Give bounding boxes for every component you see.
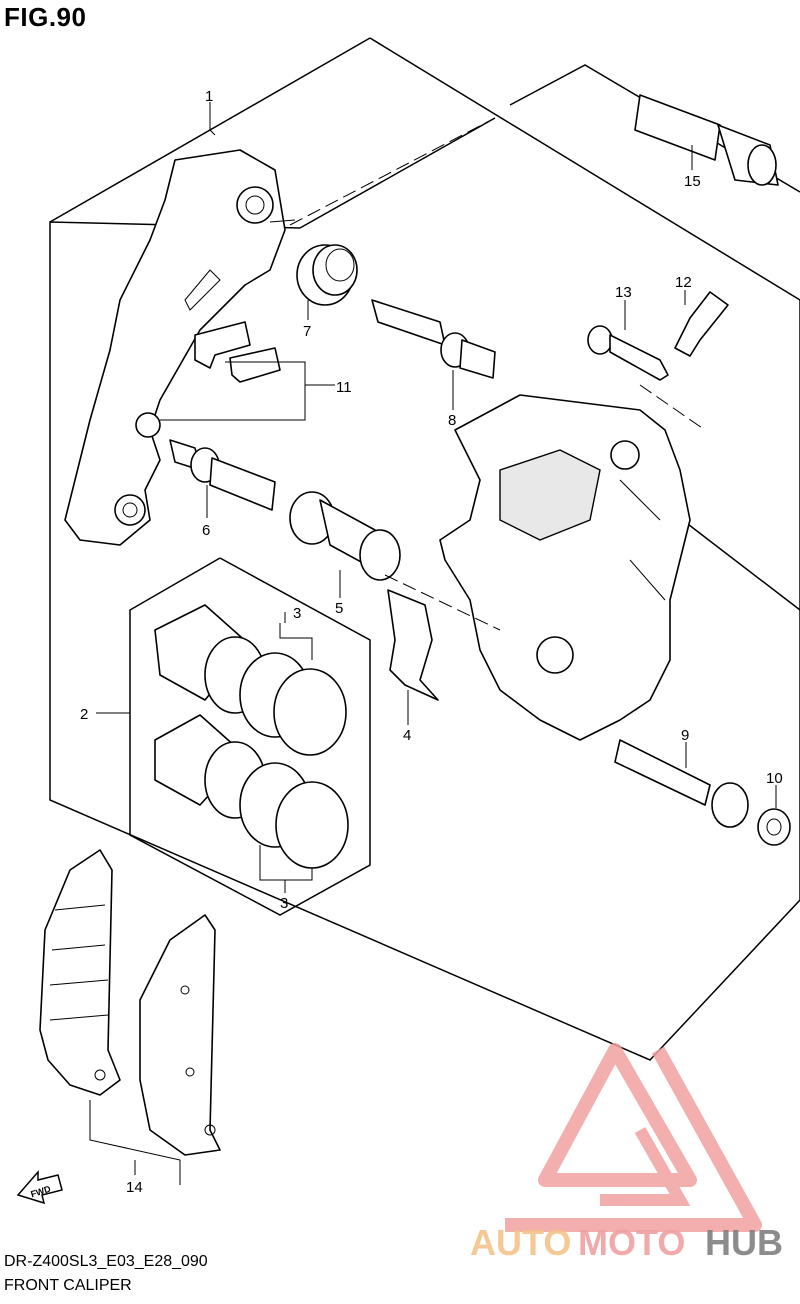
callout-8: 8 [448,412,456,429]
callout-1: 1 [205,88,213,105]
brake-pad-rear [139,914,221,1156]
fwd-arrow-icon: FWD [16,1169,63,1205]
callout-6: 6 [202,522,210,539]
callout-11: 11 [336,379,352,396]
caliper-body [439,394,691,741]
callout-9: 9 [681,727,689,744]
callout-12: 12 [675,274,692,291]
piston-upper [154,604,347,756]
piston-lower [154,714,349,869]
callout-15: 15 [684,173,701,190]
callout-2: 2 [80,706,88,723]
callout-leaders [89,102,777,1185]
assembly-lines [289,117,706,631]
model-code: DR-Z400SL3_E03_E28_090 [4,1253,208,1270]
pad-clips [194,321,281,383]
caliper-bracket [64,149,296,546]
callout-3-lower: 3 [280,895,288,912]
boot [296,244,358,306]
caliper-bolt [634,94,779,186]
section-name: FRONT CALIPER [4,1277,132,1294]
callout-5: 5 [335,600,343,617]
callout-3-upper: 3 [293,605,301,622]
brake-pad-front [39,849,121,1096]
piston-group-box [129,557,371,916]
pad-pin [614,739,749,828]
watermark-hub: HUB [705,1222,783,1263]
caliper-pin-8 [371,299,496,379]
pad-retainer [387,589,439,701]
callout-13: 13 [615,284,632,301]
watermark-auto: AUTO [470,1222,571,1263]
callout-4: 4 [403,727,411,744]
sleeve-boot [289,491,401,581]
callout-14: 14 [126,1179,143,1196]
callout-7: 7 [303,323,311,340]
watermark-moto: MOTO [578,1222,685,1263]
callout-10: 10 [766,770,783,787]
bleeder-valve [674,291,729,357]
caliper-pin-6 [169,439,276,511]
pin-plug [757,808,791,846]
bleeder-cap [587,325,669,381]
watermark-logo [505,1043,762,1232]
figure-title: FIG.90 [4,2,87,32]
